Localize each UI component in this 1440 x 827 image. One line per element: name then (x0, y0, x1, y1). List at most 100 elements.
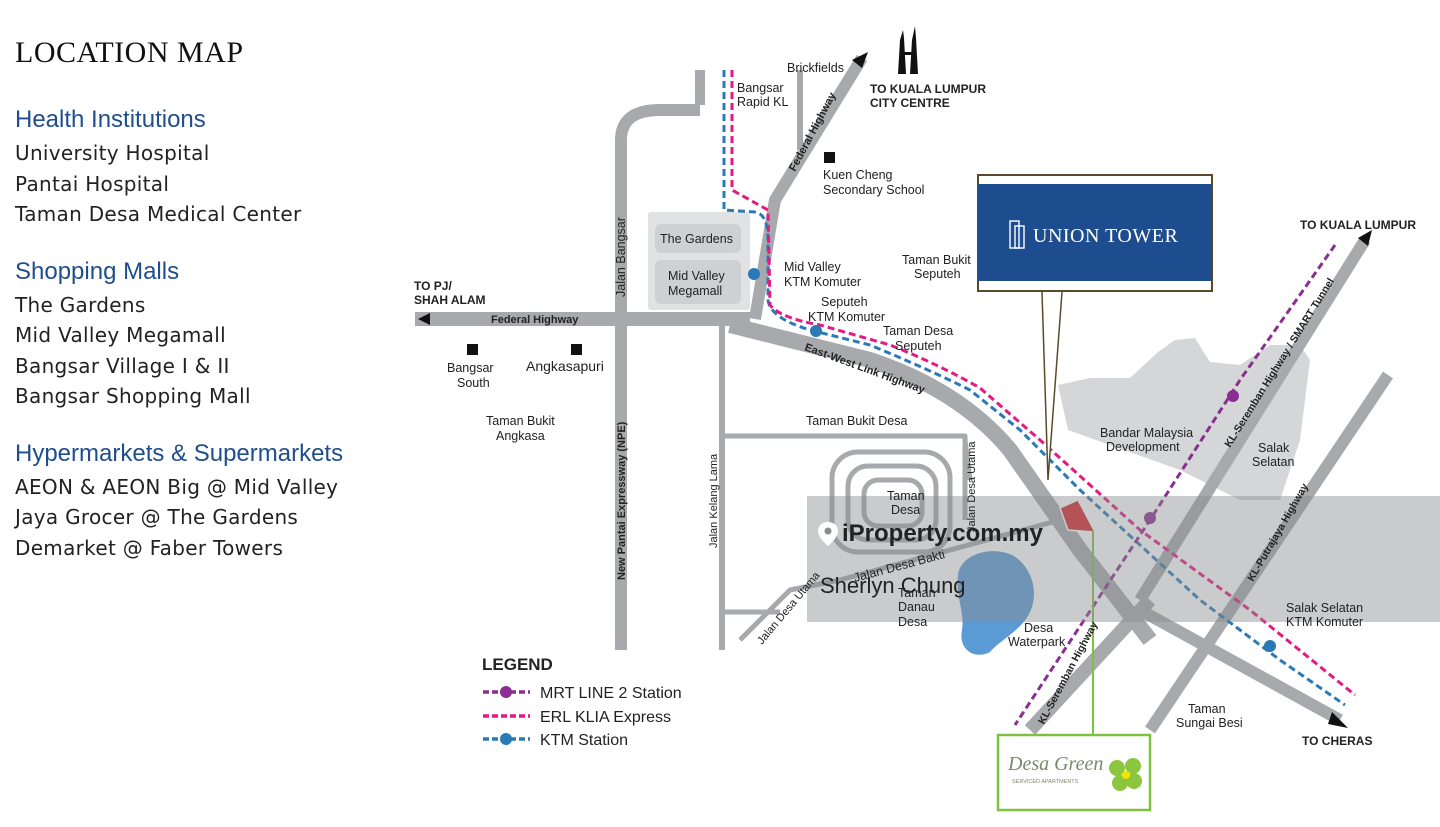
twin-towers-icon (898, 26, 918, 74)
place-label: Megamall (668, 284, 722, 298)
union-tower-logo-icon (1009, 220, 1025, 249)
ktm-station-icon (810, 325, 822, 337)
mrt-line (1013, 244, 1337, 726)
ktm-station-icon (1264, 640, 1276, 652)
list-item: University Hospital (15, 141, 210, 165)
place-label: Salak (1258, 441, 1290, 455)
location-list-panel: LOCATION MAP Health Institutions Univers… (15, 36, 405, 591)
watermark-band (807, 496, 1440, 622)
list-item: Bangsar Shopping Mall (15, 384, 251, 408)
category-hypermarkets: Hypermarkets & Supermarkets AEON & AEON … (15, 440, 405, 564)
place-label: Desa (891, 503, 920, 517)
list-item: Jaya Grocer @ The Gardens (15, 505, 299, 529)
watermark-user: Sherlyn Chung (820, 573, 966, 598)
list-item: Taman Desa Medical Center (15, 202, 302, 226)
place-label: Taman Bukit (486, 414, 555, 428)
place-label: Sungai Besi (1176, 716, 1243, 730)
legend-label: KTM Station (540, 732, 628, 749)
arrow-left-icon (418, 313, 430, 325)
category-title: Shopping Malls (15, 257, 180, 285)
place-label: KTM Komuter (784, 275, 861, 289)
clover-icon (1109, 758, 1142, 791)
arrow-up-icon (1358, 230, 1372, 246)
place-label: KTM Komuter (808, 310, 885, 324)
desa-green-logo-text: Desa Green (1007, 753, 1103, 775)
place-label: Desa (1024, 621, 1053, 635)
ktm-line (722, 70, 1346, 707)
poi-square-icon (824, 152, 835, 163)
place-label: Mid Valley (668, 269, 725, 283)
arrow-down-icon (1328, 712, 1348, 728)
bandar-malaysia-area (1058, 338, 1310, 500)
jalan-desa-utama-road (962, 439, 973, 481)
place-label: The Gardens (660, 232, 733, 246)
watermark-text: iProperty.com.my (842, 520, 1044, 547)
place-label: TO PJ/ (414, 279, 452, 293)
place-label: Salak Selatan (1286, 601, 1363, 615)
lake (957, 551, 1034, 655)
road-label: Jalan Bangsar (614, 217, 628, 297)
place-label: Taman Bukit Desa (806, 414, 907, 428)
legend-label: ERL KLIA Express (540, 709, 671, 726)
list-item: AEON & AEON Big @ Mid Valley (15, 474, 339, 499)
category-health: Health Institutions University Hospital … (15, 106, 405, 230)
kl-seremban-top-road (1134, 236, 1371, 604)
taman-bukit-desa-road (725, 433, 968, 520)
location-pin-icon (818, 522, 838, 546)
road-label: Federal Highway (491, 314, 579, 326)
place-label: Brickfields (787, 61, 844, 75)
place-label: Danau (898, 600, 935, 614)
place-label: Secondary School (823, 183, 924, 197)
place-label: Selatan (1252, 455, 1294, 469)
place-label: Rapid KL (737, 95, 788, 109)
list-item: The Gardens (15, 292, 146, 317)
place-label: South (457, 376, 490, 390)
place-label: Taman (898, 586, 936, 600)
kl-putrajaya-road (1145, 371, 1393, 734)
road-label: Jalan Kelang Lama (708, 453, 720, 548)
place-label: SHAH ALAM (414, 293, 486, 307)
page-title: LOCATION MAP (15, 36, 244, 69)
list-item: Demarket @ Faber Towers (15, 535, 284, 560)
place-label: Bangsar (737, 81, 784, 95)
place-label: Bangsar (447, 361, 494, 375)
list-item: Pantai Hospital (15, 171, 170, 196)
place-label: Kuen Cheng (823, 168, 893, 182)
kl-seremban-bottom-road (1024, 595, 1156, 735)
place-label: TO KUALA LUMPUR (1300, 218, 1416, 232)
ktm-line-icon (483, 733, 530, 745)
the-gardens-block (655, 224, 741, 253)
poi-square-icon (571, 344, 582, 355)
category-title: Health Institutions (15, 106, 206, 133)
place-label: Angkasapuri (526, 358, 604, 374)
place-label: Waterpark (1008, 635, 1066, 649)
place-label: TO KUALA LUMPUR (870, 82, 986, 96)
category-title: Hypermarkets & Supermarkets (15, 439, 344, 467)
road-label: Jalan Desa Utama (966, 441, 978, 532)
mrt-station-icon (1227, 390, 1239, 402)
mid-valley-block (655, 260, 741, 304)
site-highlight-icon (1059, 499, 1097, 533)
place-label: Seputeh (914, 267, 961, 281)
jalan-desa-bakti-road (839, 517, 1061, 583)
taman-desa-loop (829, 449, 953, 555)
union-tower-label: UNION TOWER (1033, 225, 1178, 247)
east-west-link-road (728, 317, 1157, 645)
union-tower-pointer (1041, 291, 1063, 481)
place-label: Taman Desa (883, 324, 953, 338)
list-item: Mid Valley Megamall (15, 323, 226, 347)
desa-green-subtitle: SERVICED APARTMENTS (1012, 779, 1079, 785)
legend-title: LEGEND (482, 655, 553, 674)
taman-desa-loop (845, 463, 939, 543)
taman-desa-loop (861, 477, 925, 529)
cheras-road (1137, 604, 1343, 726)
place-label: Angkasa (496, 429, 545, 443)
place-label: KTM Komuter (1286, 615, 1363, 629)
place-label: Seputeh (895, 339, 942, 353)
jalan-bangsar-road (615, 104, 700, 650)
jalan-desa-utama-diag-road (738, 577, 841, 642)
place-label: Seputeh (821, 295, 868, 309)
category-shopping: Shopping Malls The Gardens Mid Valley Me… (15, 258, 405, 412)
place-label: Development (1106, 440, 1180, 454)
